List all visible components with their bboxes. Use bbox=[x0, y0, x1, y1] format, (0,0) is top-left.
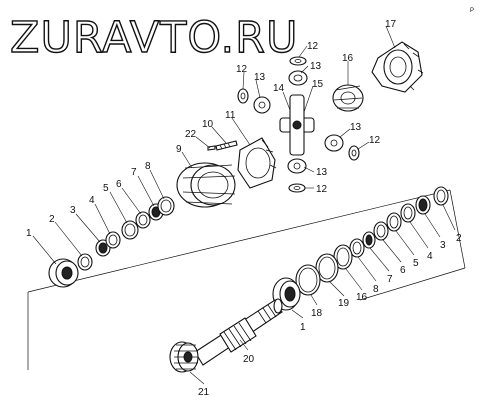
callout-13-top: 13 bbox=[310, 61, 322, 72]
callout-labels: 1 2 3 4 5 6 7 8 9 10 11 22 12 12 13 13 1… bbox=[26, 19, 462, 398]
callout-12-left: 12 bbox=[236, 64, 248, 75]
callout-3-right: 3 bbox=[440, 240, 446, 251]
callout-16-top: 16 bbox=[342, 53, 354, 64]
part-6-washer-right bbox=[373, 221, 389, 241]
part-1-bearing-left bbox=[48, 258, 79, 288]
callout-12-top: 12 bbox=[307, 41, 319, 52]
part-5-ring-left bbox=[121, 220, 139, 240]
callout-7-left: 7 bbox=[131, 167, 137, 178]
part-17-housing bbox=[371, 41, 424, 93]
part-13-satellite-bottom bbox=[287, 158, 307, 174]
callout-2-left: 2 bbox=[49, 214, 55, 225]
part-13-satellite-top bbox=[288, 70, 308, 86]
watermark-text: ZURAVTO.RU bbox=[10, 13, 299, 63]
callout-8-left: 8 bbox=[145, 161, 151, 172]
part-14-spider-cross bbox=[279, 94, 315, 156]
part-22-pin bbox=[207, 145, 216, 151]
callout-5-left: 5 bbox=[103, 183, 109, 194]
part-3-ring-right bbox=[415, 195, 431, 215]
callout-22: 22 bbox=[185, 129, 197, 140]
callout-6-left: 6 bbox=[116, 179, 122, 190]
callout-21: 21 bbox=[198, 387, 210, 398]
callout-9: 9 bbox=[176, 144, 182, 155]
part-2-washer-right bbox=[433, 186, 449, 206]
part-16-ring-right bbox=[333, 244, 353, 270]
callout-2-right: 2 bbox=[456, 233, 462, 244]
thrust-washers-12 bbox=[237, 56, 360, 193]
callout-12-right: 12 bbox=[369, 135, 381, 146]
callout-19: 19 bbox=[338, 298, 350, 309]
assembly-frame bbox=[27, 189, 466, 370]
part-9-planet-gear bbox=[176, 162, 236, 208]
part-4-washer-right bbox=[400, 203, 416, 223]
callout-18: 18 bbox=[311, 308, 323, 319]
part-18-ring bbox=[295, 264, 321, 296]
part-8-washer-left bbox=[157, 196, 175, 216]
part-8-washer-right bbox=[349, 238, 365, 258]
part-20-input-shaft bbox=[194, 298, 283, 366]
callout-13-right: 13 bbox=[350, 122, 362, 133]
callout-12-bottom: 12 bbox=[316, 184, 328, 195]
part-13-satellite-right bbox=[324, 134, 344, 152]
part-13-satellite-left bbox=[253, 96, 271, 114]
left-stack bbox=[48, 196, 175, 288]
satellite-gears bbox=[253, 70, 344, 174]
callout-7-right: 7 bbox=[387, 274, 393, 285]
callout-14: 14 bbox=[273, 83, 285, 94]
part-15-side-gear bbox=[332, 84, 364, 112]
callout-16-bottom: 16 bbox=[356, 292, 368, 303]
callout-4-right: 4 bbox=[427, 251, 433, 262]
leader-lines bbox=[32, 25, 456, 385]
callout-8-right: 8 bbox=[373, 284, 379, 295]
callout-10: 10 bbox=[202, 119, 214, 130]
part-6-washer-left bbox=[135, 211, 151, 229]
callout-11: 11 bbox=[225, 110, 236, 121]
part-7-ring-right bbox=[362, 231, 376, 249]
part-5-ring-right bbox=[386, 212, 402, 232]
corner-mark: P bbox=[470, 8, 474, 14]
callout-13-left: 13 bbox=[254, 72, 266, 83]
part-7-ring-left bbox=[148, 203, 164, 221]
callout-3-left: 3 bbox=[70, 205, 76, 216]
callout-13-bottom: 13 bbox=[316, 167, 328, 178]
part-10-bolt bbox=[215, 140, 238, 151]
right-stack bbox=[272, 186, 449, 311]
callout-17: 17 bbox=[385, 19, 397, 30]
callout-20: 20 bbox=[243, 354, 255, 365]
callout-1-bottom: 1 bbox=[300, 322, 306, 333]
part-19-ring bbox=[315, 253, 339, 283]
part-11-ring-carrier bbox=[237, 137, 277, 189]
callout-1-left: 1 bbox=[26, 228, 32, 239]
callout-15: 15 bbox=[312, 79, 324, 90]
part-21-drive-gear bbox=[169, 341, 199, 373]
callout-6-right: 6 bbox=[400, 265, 406, 276]
part-4-washer-left bbox=[105, 231, 121, 249]
callout-5-right: 5 bbox=[413, 258, 419, 269]
part-2-washer-left bbox=[77, 253, 93, 271]
callout-4-left: 4 bbox=[89, 195, 95, 206]
